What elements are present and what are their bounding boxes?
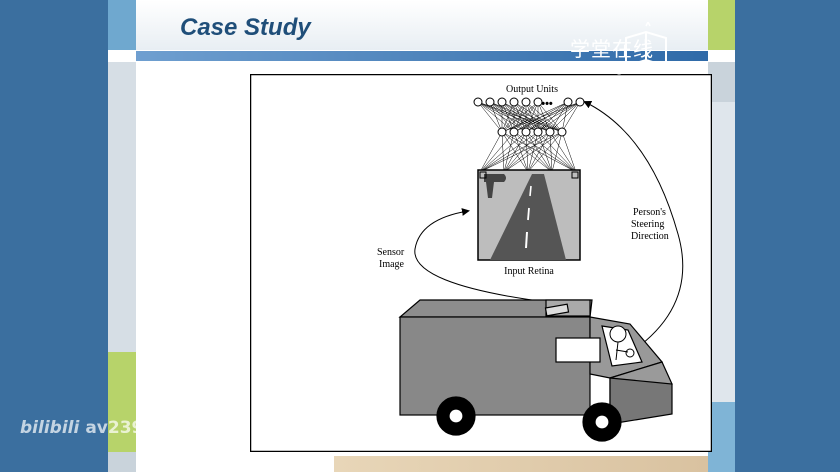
output-unit: [473, 97, 483, 107]
hidden-unit: [497, 127, 507, 137]
slide: Case Study Output Units ••• Input Retina: [108, 0, 735, 472]
network-link: [537, 101, 551, 133]
road-marking: [529, 185, 532, 197]
network-link: [479, 131, 551, 173]
road-marking: [527, 207, 530, 221]
network-link: [503, 131, 563, 173]
hidden-unit: [533, 127, 543, 137]
output-unit: [485, 97, 495, 107]
network-link: [551, 131, 563, 173]
rear-hub: [594, 414, 610, 430]
network-link: [501, 101, 569, 133]
bilibili-logo: bilibili: [20, 418, 80, 438]
hidden-unit: [521, 127, 531, 137]
network-link: [549, 131, 577, 173]
output-unit: [533, 97, 543, 107]
network-link: [561, 101, 581, 133]
book-icon: [625, 22, 667, 68]
network-link: [489, 101, 503, 133]
tile-decor: [708, 102, 735, 402]
network-link: [561, 131, 577, 173]
network-link: [537, 101, 563, 133]
network-connections: [477, 101, 581, 173]
network-link: [525, 101, 581, 133]
driver-figure: [609, 325, 635, 361]
output-unit: [563, 97, 573, 107]
network-link: [479, 131, 527, 173]
steering-label-1: Person's: [633, 207, 666, 218]
network-link: [513, 101, 581, 133]
network-link: [501, 101, 515, 133]
steering-arrow: [583, 101, 684, 351]
road-marking: [525, 231, 528, 249]
output-units: [473, 97, 585, 107]
title-bar: [136, 0, 708, 50]
tile-decor: [108, 352, 136, 452]
steering-label-3: Direction: [631, 231, 669, 242]
network-link: [477, 101, 503, 133]
tile-decor: [708, 62, 735, 102]
xuetangx-logo-text: 学堂在线: [570, 37, 654, 61]
network-link: [503, 131, 551, 173]
xuetangx-logo: [514, 8, 684, 68]
retina-tree: [484, 174, 506, 198]
output-unit: [497, 97, 507, 107]
retina-corner: [571, 171, 579, 179]
bottom-decor-strip: [334, 456, 708, 472]
tile-decor: [708, 0, 735, 50]
hidden-unit: [509, 127, 519, 137]
steering-label-2: Steering: [631, 219, 664, 230]
output-ellipsis: •••: [541, 98, 553, 110]
right-frame-band: [735, 0, 840, 472]
network-link: [549, 101, 581, 133]
hidden-unit: [557, 127, 567, 137]
output-unit: [521, 97, 531, 107]
xuetangx-url: xuetangx.com: [574, 61, 660, 75]
network-link: [501, 101, 581, 133]
tile-decor: [108, 0, 136, 50]
network-link: [527, 131, 551, 173]
output-unit: [575, 97, 585, 107]
network-link: [501, 101, 527, 133]
network-link: [479, 131, 539, 173]
hidden-units: [497, 127, 567, 137]
output-units-label: Output Units: [506, 84, 558, 95]
hidden-unit: [545, 127, 555, 137]
side-window: [555, 337, 601, 363]
network-link: [525, 101, 539, 133]
sensor-label: Sensor: [377, 247, 405, 258]
network-link: [513, 101, 539, 133]
tile-decor: [108, 452, 136, 472]
alvinn-diagram: Output Units ••• Input Retina Sensor Ima…: [250, 74, 712, 452]
output-unit: [509, 97, 519, 107]
network-link: [537, 101, 581, 133]
network-link: [501, 101, 539, 133]
network-link: [479, 131, 515, 173]
network-link: [479, 131, 503, 173]
tile-decor: [708, 402, 735, 472]
left-frame-band: [0, 0, 108, 472]
slide-title: Case Study: [180, 14, 311, 41]
sensor-image-arrow: [414, 208, 547, 303]
input-retina-label: Input Retina: [504, 266, 554, 277]
retina-corner: [479, 171, 487, 179]
image-label: Image: [379, 259, 405, 270]
vehicle: [398, 299, 673, 442]
van-body: [399, 316, 591, 416]
network-link: [479, 131, 563, 173]
camera: [544, 303, 570, 317]
network-link: [527, 131, 563, 173]
front-hub: [448, 408, 464, 424]
title-divider: [136, 51, 708, 61]
tile-decor: [108, 62, 136, 352]
network-link: [549, 131, 553, 173]
video-info: av23933161 06:43/11:47: [85, 418, 323, 438]
